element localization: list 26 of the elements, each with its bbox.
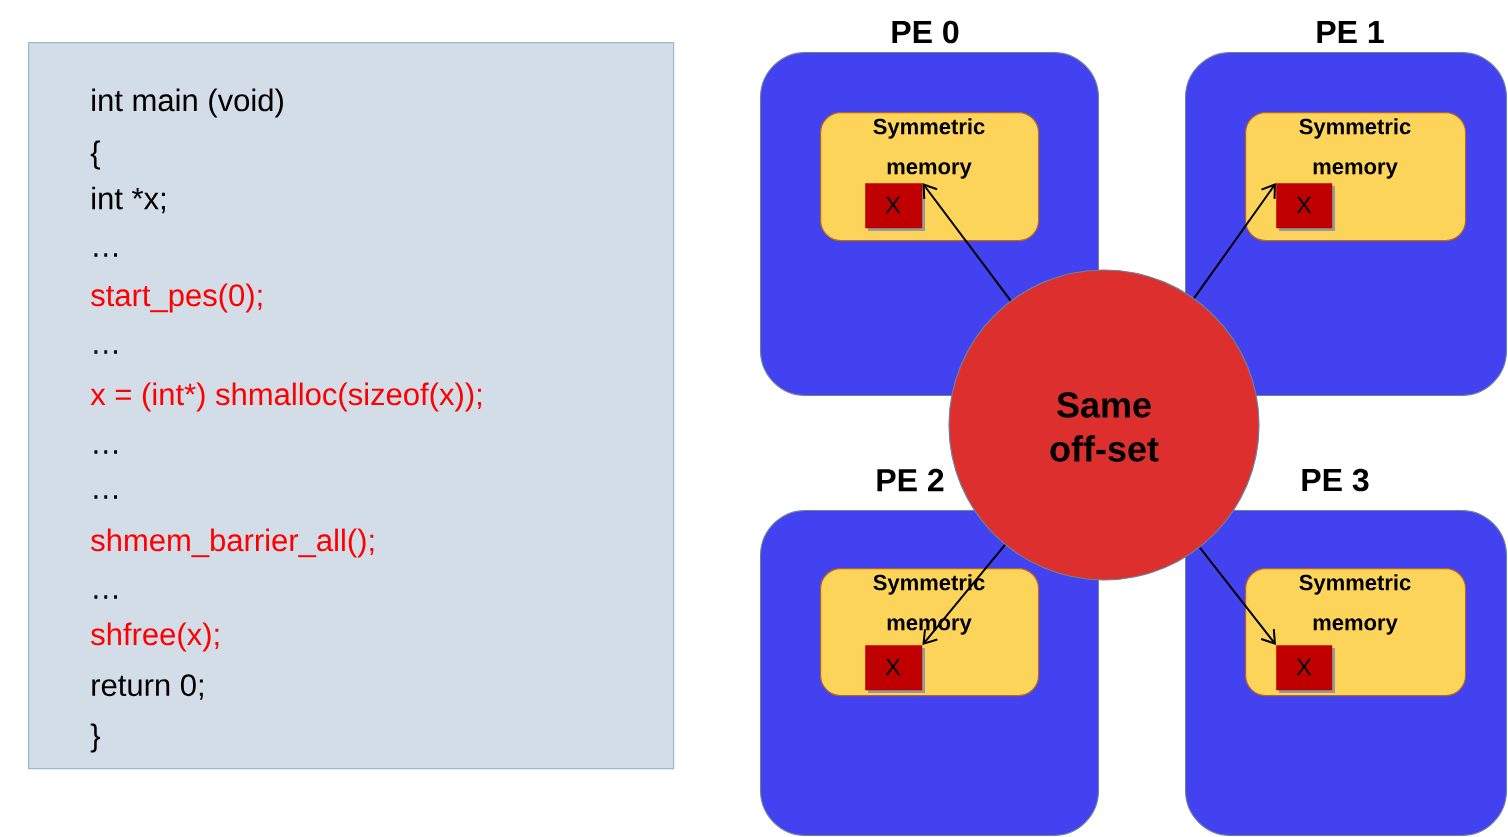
- code-line: return 0;: [92, 674, 203, 700]
- pe-label: PE 0: [892, 20, 959, 44]
- code-line: …: [94, 350, 117, 354]
- arrow: [1193, 183, 1276, 300]
- arrow: [922, 183, 1012, 302]
- code-line: int *x;: [92, 186, 165, 214]
- pe-label: PE 2: [877, 468, 944, 492]
- variable-box: X: [1276, 183, 1335, 231]
- code-line: shmem_barrier_all();: [91, 528, 374, 558]
- code-line: …: [94, 450, 117, 454]
- code-line: {: [90, 140, 101, 170]
- code-line: …: [94, 595, 117, 599]
- arrow: [1198, 546, 1276, 645]
- pe-label: PE 1: [1317, 21, 1384, 43]
- code-line: shfree(x);: [91, 622, 219, 652]
- code-line: }: [90, 723, 100, 753]
- code-line: …: [94, 495, 117, 499]
- variable-box: X: [1276, 645, 1335, 693]
- code-line: …: [94, 253, 117, 257]
- variable-box: X: [865, 183, 925, 231]
- code-panel: [28, 42, 675, 770]
- code-line: x = (int*) shmalloc(sizeof(x));: [90, 382, 481, 412]
- pe-label: PE 3: [1302, 468, 1369, 492]
- code-line: int main (void): [92, 88, 283, 118]
- variable-box: X: [865, 645, 925, 693]
- code-line: start_pes(0);: [91, 283, 262, 313]
